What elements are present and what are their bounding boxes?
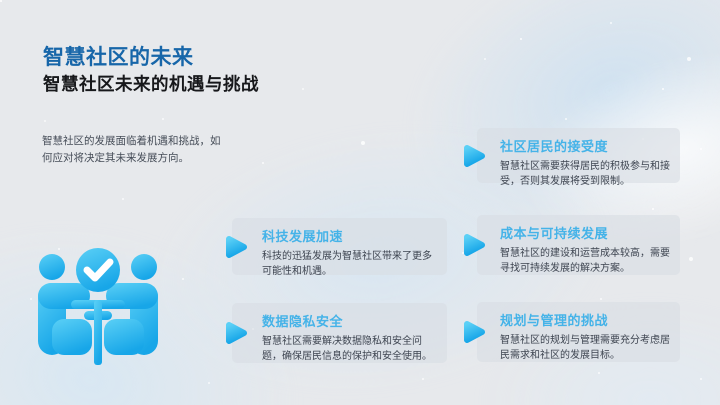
card-body: 智慧社区需要获得居民的积极参与和接受，否则其发展将受到限制。: [500, 161, 670, 187]
card-title: 社区居民的接受度: [500, 139, 609, 154]
slide-title: 智慧社区的未来: [43, 46, 194, 70]
play-triangle-icon: [464, 234, 485, 256]
card-title: 数据隐私安全: [262, 314, 344, 329]
card-data-privacy: 数据隐私安全 智慧社区需要解决数据隐私和安全问题，确保居民信息的保护和安全使用。: [226, 303, 447, 363]
card-body: 智慧社区的建设和运营成本较高，需要寻找可持续发展的解决方案。: [500, 248, 670, 274]
card-title: 科技发展加速: [262, 229, 344, 244]
card-tech-acceleration: 科技发展加速 科技的迅猛发展为智慧社区带来了更多可能性和机遇。: [226, 218, 447, 277]
card-body: 智慧社区需要解决数据隐私和安全问题，确保居民信息的保护和安全使用。: [262, 336, 432, 362]
card-planning-management: 规划与管理的挑战 智慧社区的规划与管理需要充分考虑居民需求和社区的发展目标。: [464, 302, 680, 362]
card-cost-sustainability: 成本与可持续发展 智慧社区的建设和运营成本较高，需要寻找可持续发展的解决方案。: [464, 215, 680, 275]
card-body: 科技的迅猛发展为智慧社区带来了更多可能性和机遇。: [262, 251, 432, 277]
card-title: 成本与可持续发展: [500, 226, 609, 241]
card-body: 智慧社区的规划与管理需要充分考虑居民需求和社区的发展目标。: [500, 335, 670, 361]
play-triangle-icon: [226, 322, 247, 344]
slide-subtitle: 智慧社区未来的机遇与挑战: [43, 73, 259, 94]
play-triangle-icon: [464, 144, 485, 167]
intro-paragraph: 智慧社区的发展面临着机遇和挑战，如何应对将决定其未来发展方向。: [42, 134, 221, 165]
background-sparkles: [0, 0, 2, 2]
play-triangle-icon: [464, 321, 485, 343]
card-title: 规划与管理的挑战: [500, 313, 609, 328]
people-meeting-check-icon: [38, 248, 158, 365]
card-resident-acceptance: 社区居民的接受度 智慧社区需要获得居民的积极参与和接受，否则其发展将受到限制。: [464, 128, 680, 187]
play-triangle-icon: [226, 235, 247, 258]
